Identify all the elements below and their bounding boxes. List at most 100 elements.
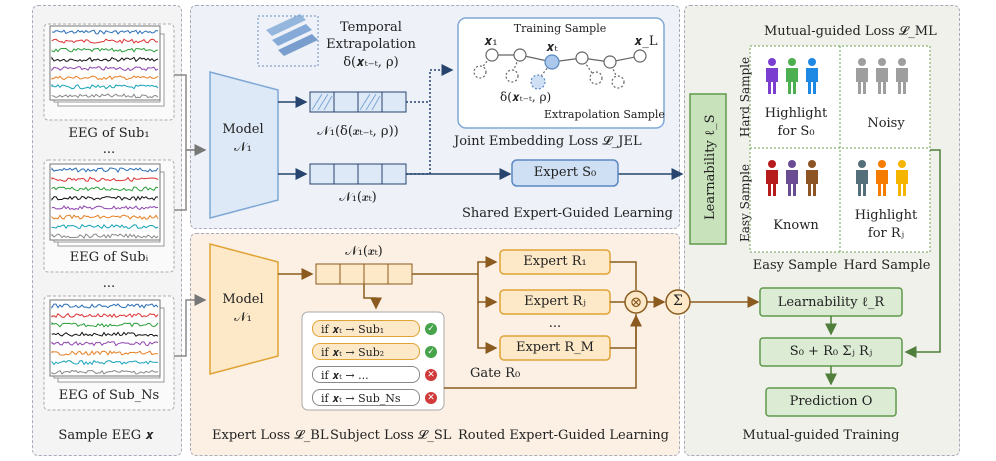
connector-eegi	[174, 150, 187, 211]
dots-1: ...	[102, 142, 116, 157]
right-caption: Mutual-guided Training	[742, 428, 900, 443]
temporal-extrapolation-icon	[257, 14, 319, 67]
person-icon	[808, 58, 816, 66]
training-sample-label: Training Sample	[513, 22, 607, 35]
eeg-trace	[51, 29, 159, 35]
cross-icon-4: ✕	[425, 392, 437, 404]
otimes-symbol: ⊗	[629, 293, 643, 311]
people-icons	[766, 58, 908, 196]
eeg-trace	[51, 303, 159, 310]
eeg-trace	[51, 233, 159, 239]
eeg-waveforms	[51, 29, 159, 375]
subject-query-3: if 𝒙ₜ → ...	[312, 366, 420, 383]
easy-sample-vertical: Easy Sample	[738, 163, 752, 243]
person-icon	[898, 160, 906, 168]
easy-sample-horizontal: Easy Sample	[752, 258, 838, 273]
ml-title: Mutual-guided Loss 𝓛_ML	[764, 24, 937, 39]
top-model-label: Model	[222, 122, 264, 137]
learnability-s-label: Learnability ℓ_S	[703, 114, 718, 220]
person-icon	[786, 170, 798, 196]
q-highlight-s0b: for S₀	[777, 124, 815, 139]
line-rm-to-otimes	[610, 314, 637, 349]
eeg-trace	[51, 369, 159, 375]
expert-s0-label: Expert S₀	[533, 165, 597, 180]
cross-icon-3: ✕	[425, 369, 437, 381]
q-known: Known	[773, 218, 819, 233]
eeg-trace	[51, 341, 159, 347]
person-icon	[896, 68, 908, 94]
temporal-title-2: Extrapolation	[326, 37, 416, 52]
q-noisy: Noisy	[867, 116, 905, 131]
arrow-to-r1	[412, 256, 498, 275]
person-icon	[856, 68, 868, 94]
eeg-trace	[51, 350, 159, 356]
combine-label: S₀ + R₀ Σⱼ Rⱼ	[789, 344, 873, 359]
sigma-symbol: Σ	[673, 293, 683, 309]
person-icon	[876, 68, 888, 94]
learnability-r-label: Learnability ℓ_R	[777, 295, 885, 310]
eeg1-label: EEG of Sub₁	[68, 126, 150, 141]
eeg-trace	[51, 176, 159, 183]
eeg-trace	[51, 47, 159, 53]
n1-delta-label: 𝒩₁(δ(𝒙ₜ₋ₜ, ρ))	[317, 124, 399, 139]
eeg-trace	[51, 167, 159, 173]
dots-2: ...	[102, 276, 116, 291]
arrow-grid-to-combine	[904, 149, 941, 358]
arrow-to-rm	[477, 302, 498, 354]
expert-r1-label: Expert R₁	[523, 254, 587, 269]
model-bottom-shape	[209, 243, 279, 375]
expert-loss-label: Expert Loss 𝓛_BL	[212, 428, 329, 443]
person-icon	[876, 170, 888, 196]
experts-dots: ...	[548, 316, 562, 331]
person-icon	[788, 160, 796, 168]
embedding-bar-xt-bottom	[315, 263, 413, 285]
eeg-trace	[51, 214, 159, 220]
sample-chain	[473, 48, 647, 90]
prediction-label: Prediction O	[789, 394, 873, 409]
gate-label: Gate R₀	[470, 366, 521, 381]
arrow-to-training-box	[406, 64, 454, 103]
eeg-trace	[51, 321, 159, 328]
shared-caption: Shared Expert-Guided Learning	[462, 206, 673, 221]
eeg-trace	[51, 331, 159, 337]
person-icon	[858, 58, 866, 66]
embedding-bar-delta	[309, 91, 407, 113]
eeg-trace	[51, 38, 159, 44]
eeg-trace	[51, 83, 159, 90]
expert-rm-label: Expert R_M	[515, 340, 594, 355]
prediction-box	[765, 387, 897, 417]
eeg-trace	[51, 65, 159, 72]
connector-eeg1	[174, 74, 205, 151]
gate-line	[444, 314, 642, 389]
person-icon	[806, 68, 818, 94]
person-icon	[806, 170, 818, 196]
eeg-trace	[51, 205, 159, 211]
person-icon	[878, 160, 886, 168]
eegi-label: EEG of Subᵢ	[69, 250, 149, 265]
eeg-trace	[51, 56, 159, 63]
person-icon	[858, 160, 866, 168]
person-icon	[768, 58, 776, 66]
training-sample-box	[457, 17, 665, 129]
temporal-formula: δ(𝒙ₜ₋ₜ, ρ)	[343, 55, 399, 70]
person-icon	[786, 68, 798, 94]
person-icon	[788, 58, 796, 66]
n1-xt-bottom-label: 𝒩₁(𝒙ₜ)	[345, 244, 383, 259]
jel-label: Joint Embedding Loss 𝓛_JEL	[454, 134, 642, 149]
arrow-to-rj	[477, 274, 498, 308]
subject-query-1: if 𝒙ₜ → Sub₁	[312, 320, 420, 337]
eeg-trace	[51, 312, 159, 319]
person-icon	[768, 160, 776, 168]
person-icon	[898, 58, 906, 66]
eeg-trace	[51, 223, 159, 229]
subject-query-2: if 𝒙ₜ → Sub₂	[312, 343, 420, 360]
dotted-xt-to-jel	[406, 104, 431, 175]
q-highlight-s0: Highlight	[764, 106, 828, 121]
eegN-label: EEG of Sub_Ns	[58, 388, 160, 403]
person-icon	[766, 68, 778, 94]
person-icon	[878, 58, 886, 66]
hard-sample-vertical: Hard Sample	[738, 56, 752, 138]
arrow-to-subject-box	[363, 284, 382, 310]
bottom-model-sym: 𝒩₁	[234, 310, 252, 325]
